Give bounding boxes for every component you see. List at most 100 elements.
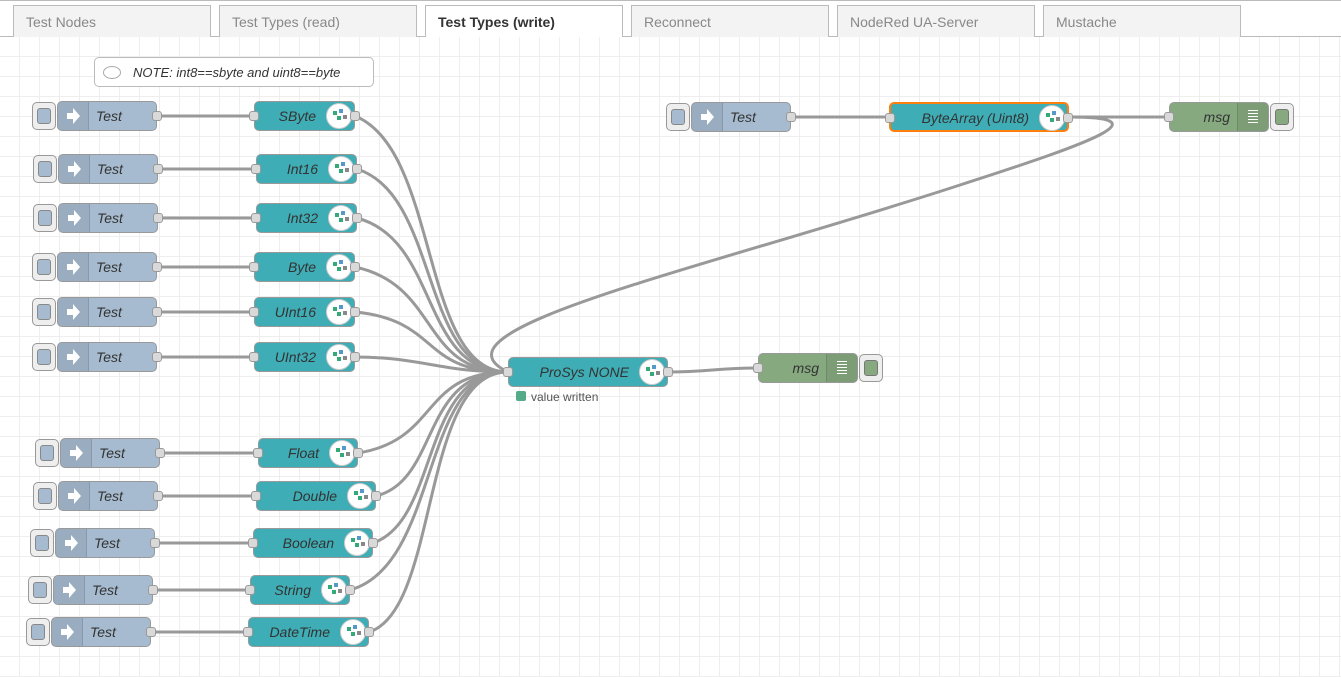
input-port[interactable] [885, 113, 895, 123]
input-port[interactable] [251, 491, 261, 501]
opcua-item-node[interactable]: UInt16 [249, 297, 360, 327]
inject-trigger-button[interactable] [32, 102, 56, 130]
output-port[interactable] [148, 585, 158, 595]
output-port[interactable] [152, 307, 162, 317]
inject-trigger-button[interactable] [32, 253, 56, 281]
input-port[interactable] [753, 363, 763, 373]
opcua-item-node[interactable]: Boolean [248, 528, 378, 558]
opcua-item-node[interactable]: SByte [249, 101, 360, 131]
input-port[interactable] [251, 213, 261, 223]
output-port[interactable] [152, 111, 162, 121]
output-port[interactable] [352, 213, 362, 223]
input-port[interactable] [503, 367, 513, 377]
arrow-right-icon [58, 253, 89, 281]
input-port[interactable] [249, 352, 259, 362]
opc-ua-logo-icon [326, 103, 352, 129]
inject-node[interactable]: Test [57, 101, 162, 131]
inject-node[interactable]: Test [53, 575, 158, 605]
opcua-item-node[interactable]: UInt32 [249, 342, 360, 372]
tab-test-types-write[interactable]: Test Types (write) [425, 5, 623, 39]
input-port[interactable] [253, 448, 263, 458]
node-label: msg [792, 360, 819, 376]
inject-node[interactable]: Test [58, 154, 163, 184]
inject-trigger-button[interactable] [26, 618, 50, 646]
output-port[interactable] [345, 585, 355, 595]
tab-test-nodes[interactable]: Test Nodes [13, 5, 211, 38]
output-port[interactable] [1063, 113, 1073, 123]
input-port[interactable] [249, 307, 259, 317]
output-port[interactable] [153, 213, 163, 223]
inject-node[interactable]: Test [691, 102, 796, 132]
opcua-item-node[interactable]: ByteArray (Uint8) [885, 102, 1073, 132]
opcua-item-node[interactable]: Int16 [251, 154, 362, 184]
tab-reconnect[interactable]: Reconnect [631, 5, 829, 38]
output-port[interactable] [153, 164, 163, 174]
output-port[interactable] [663, 367, 673, 377]
debug-toggle-button[interactable] [1270, 103, 1294, 131]
output-port[interactable] [353, 448, 363, 458]
input-port[interactable] [248, 538, 258, 548]
output-port[interactable] [352, 164, 362, 174]
inject-node[interactable]: Test [57, 342, 162, 372]
input-port[interactable] [243, 627, 253, 637]
output-port[interactable] [150, 538, 160, 548]
output-port[interactable] [350, 111, 360, 121]
output-port[interactable] [350, 352, 360, 362]
output-port[interactable] [152, 352, 162, 362]
arrow-right-icon [59, 204, 90, 232]
output-port[interactable] [350, 307, 360, 317]
speech-bubble-icon [103, 66, 121, 79]
node-label: Test [96, 304, 122, 320]
opcua-item-node[interactable]: DateTime [243, 617, 374, 647]
input-port[interactable] [249, 111, 259, 121]
output-port[interactable] [371, 491, 381, 501]
input-port[interactable] [1164, 112, 1174, 122]
inject-trigger-button[interactable] [33, 204, 57, 232]
inject-trigger-button[interactable] [30, 529, 54, 557]
output-port[interactable] [153, 491, 163, 501]
tab-test-types-read[interactable]: Test Types (read) [219, 5, 417, 38]
inject-trigger-button[interactable] [33, 155, 57, 183]
node-label: ProSys NONE [539, 364, 629, 380]
inject-node[interactable]: Test [58, 203, 163, 233]
output-port[interactable] [152, 262, 162, 272]
input-port[interactable] [249, 262, 259, 272]
output-port[interactable] [155, 448, 165, 458]
output-port[interactable] [368, 538, 378, 548]
input-port[interactable] [251, 164, 261, 174]
inject-trigger-button[interactable] [32, 343, 56, 371]
inject-node[interactable]: Test [57, 297, 162, 327]
output-port[interactable] [146, 627, 156, 637]
inject-node[interactable]: Test [58, 481, 163, 511]
inject-node[interactable]: Test [55, 528, 160, 558]
opcua-item-node[interactable]: Int32 [251, 203, 362, 233]
inject-node[interactable]: Test [57, 252, 162, 282]
opcua-item-node[interactable]: Float [253, 438, 363, 468]
inject-node[interactable]: Test [51, 617, 156, 647]
tab-mustache[interactable]: Mustache [1043, 5, 1241, 38]
node-label: UInt32 [274, 349, 316, 365]
inject-trigger-button[interactable] [33, 482, 57, 510]
opcua-item-node[interactable]: Double [251, 481, 381, 511]
inject-node[interactable]: Test [60, 438, 165, 468]
debug-toggle-button[interactable] [859, 354, 883, 382]
opcua-item-node[interactable]: String [245, 575, 355, 605]
flow-canvas[interactable] [0, 37, 1341, 677]
inject-trigger-button[interactable] [666, 103, 690, 131]
output-port[interactable] [786, 112, 796, 122]
comment-node[interactable]: NOTE: int8==sbyte and uint8==byte [94, 57, 374, 87]
debug-node[interactable]: msg [1164, 102, 1269, 132]
opcua-item-node[interactable]: Byte [249, 252, 360, 282]
opcua-client-node[interactable]: ProSys NONE [503, 357, 673, 387]
inject-trigger-button[interactable] [28, 576, 52, 604]
tab-nodered-ua-server[interactable]: NodeRed UA-Server [837, 5, 1035, 38]
inject-trigger-button[interactable] [35, 439, 59, 467]
inject-trigger-button[interactable] [32, 298, 56, 326]
output-port[interactable] [350, 262, 360, 272]
node-label: Test [90, 624, 116, 640]
node-label: msg [1203, 109, 1230, 125]
node-label: Test [94, 535, 120, 551]
debug-node[interactable]: msg [753, 353, 858, 383]
output-port[interactable] [364, 627, 374, 637]
input-port[interactable] [245, 585, 255, 595]
